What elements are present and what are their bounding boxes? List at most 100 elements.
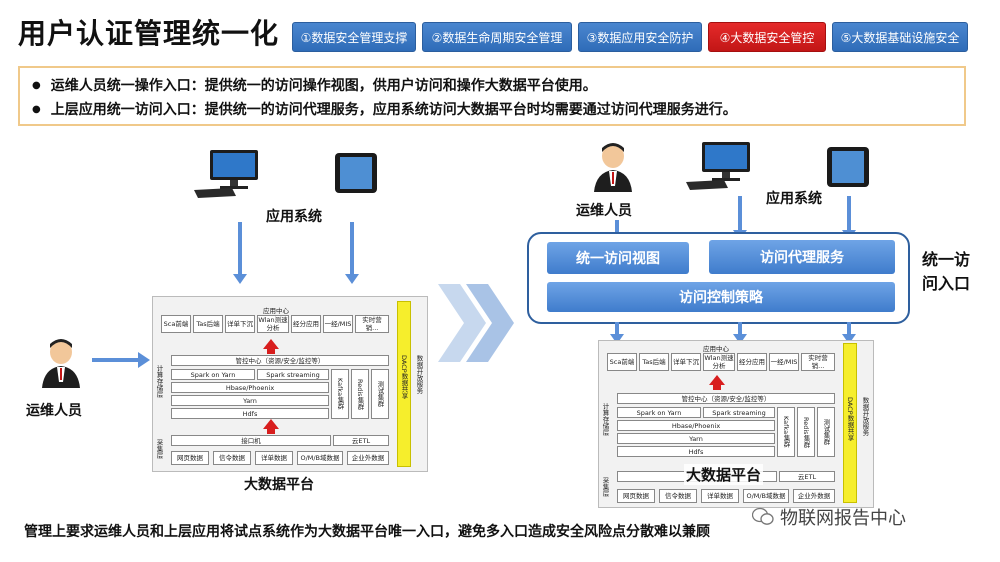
app-cell: 实时营销... bbox=[355, 315, 389, 333]
left-platform-caption: 大数据平台 bbox=[244, 477, 314, 493]
unified-access-panel: 统一访问视图 访问代理服务 访问控制策略 bbox=[527, 232, 910, 324]
dacp-label: DACP数据共享 bbox=[846, 397, 854, 441]
redis-cluster: Redis集群 bbox=[797, 407, 815, 457]
unified-access-view[interactable]: 统一访问视图 bbox=[547, 242, 689, 274]
right-arrow-icon bbox=[138, 352, 150, 368]
watermark: 物联网报告中心 bbox=[752, 504, 906, 530]
source-cell: O/M/B域数据 bbox=[297, 451, 343, 465]
app-cell: Sca前端 bbox=[607, 353, 637, 371]
cloud-etl: 云ETL bbox=[333, 435, 389, 446]
app-cell: 经分应用 bbox=[737, 353, 767, 371]
left-ops-person-label: 运维人员 bbox=[26, 403, 82, 419]
tab-bigdata-control[interactable]: ④大数据安全管控 bbox=[708, 22, 826, 52]
yarn: Yarn bbox=[171, 395, 329, 406]
spark-on-yarn: Spark on Yarn bbox=[171, 369, 255, 380]
page-title: 用户认证管理统一化 bbox=[18, 17, 280, 50]
cloud-etl: 云ETL bbox=[779, 471, 835, 482]
source-cell: 网页数据 bbox=[617, 489, 655, 503]
hdfs: Hdfs bbox=[171, 408, 329, 419]
app-cell: 一经/MIS bbox=[769, 353, 799, 371]
app-cell: Tas后端 bbox=[639, 353, 669, 371]
app-cell: 一经/MIS bbox=[323, 315, 353, 333]
watermark-text: 物联网报告中心 bbox=[780, 508, 906, 529]
bullet-ops-entry: 运维人员统一操作入口：提供统一的访问操作视图，供用户访问和操作大数据平台使用。 bbox=[32, 75, 952, 99]
source-cell: 企业外数据 bbox=[347, 451, 389, 465]
down-arrow-icon bbox=[733, 322, 747, 344]
app-cell: Sca前端 bbox=[161, 315, 191, 333]
tab-data-app-protection[interactable]: ③数据应用安全防护 bbox=[578, 22, 702, 52]
kafka-cluster: Kafka集群 bbox=[777, 407, 795, 457]
source-cell: 信令数据 bbox=[659, 489, 697, 503]
app-cell: 实时营销... bbox=[801, 353, 835, 371]
compute-layer-label: 计算存储层 bbox=[601, 403, 609, 436]
collect-layer-label: 采集层 bbox=[155, 439, 163, 459]
source-cell: 详单数据 bbox=[255, 451, 293, 465]
redis-cluster: Redis集群 bbox=[351, 369, 369, 419]
app-center-label: 应用中心 bbox=[703, 345, 729, 353]
yarn: Yarn bbox=[617, 433, 775, 444]
down-arrow-icon bbox=[610, 322, 624, 344]
open-service-label: 数据开放服务 bbox=[861, 397, 869, 436]
ops-person-icon bbox=[42, 339, 80, 388]
up-arrow-icon bbox=[263, 419, 279, 434]
tablet-icon bbox=[827, 147, 869, 187]
source-cell: 企业外数据 bbox=[793, 489, 835, 503]
kafka-cluster: Kafka集群 bbox=[331, 369, 349, 419]
right-platform-caption: 大数据平台 bbox=[684, 464, 764, 485]
hdfs: Hdfs bbox=[617, 446, 775, 457]
mgmt-center: 管控中心（资源/安全/监控等） bbox=[617, 393, 835, 404]
ops-person-icon bbox=[594, 143, 632, 192]
spark-on-yarn: Spark on Yarn bbox=[617, 407, 701, 418]
access-control-policy[interactable]: 访问控制策略 bbox=[547, 282, 895, 312]
dacp-bar bbox=[397, 301, 411, 467]
test-cluster: 测试集群 bbox=[371, 369, 389, 419]
source-cell: O/M/B域数据 bbox=[743, 489, 789, 503]
tab-data-security-support[interactable]: ①数据安全管理支撑 bbox=[292, 22, 416, 52]
source-cell: 详单数据 bbox=[701, 489, 739, 503]
source-cell: 信令数据 bbox=[213, 451, 251, 465]
access-proxy-service[interactable]: 访问代理服务 bbox=[709, 240, 895, 274]
right-app-system-label: 应用系统 bbox=[766, 191, 822, 207]
collect-layer-label: 采集层 bbox=[601, 477, 609, 497]
app-cell: 经分应用 bbox=[291, 315, 321, 333]
desktop-computer-icon bbox=[686, 142, 750, 190]
tab-bigdata-infra[interactable]: ⑤大数据基础设施安全 bbox=[832, 22, 968, 52]
app-cell: Wlan测速分析 bbox=[257, 315, 289, 333]
right-arrow-shaft bbox=[92, 358, 140, 362]
wechat-icon bbox=[752, 507, 774, 525]
app-cell: 详单下沉 bbox=[225, 315, 255, 333]
mgmt-center: 管控中心（资源/安全/监控等） bbox=[171, 355, 389, 366]
app-cell: Tas后端 bbox=[193, 315, 223, 333]
right-ops-person-label: 运维人员 bbox=[576, 203, 632, 219]
dacp-label: DACP数据共享 bbox=[400, 355, 408, 399]
down-arrow-icon bbox=[345, 222, 359, 284]
app-center-label: 应用中心 bbox=[263, 307, 289, 315]
left-app-system-label: 应用系统 bbox=[266, 209, 322, 225]
test-cluster: 测试集群 bbox=[817, 407, 835, 457]
footer-note: 管理上要求运维人员和上层应用将试点系统作为大数据平台唯一入口，避免多入口造成安全… bbox=[24, 524, 710, 540]
entry-label-line1: 统一访 bbox=[922, 250, 971, 269]
left-bigdata-platform: 应用中心 Sca前端 Tas后端 详单下沉 Wlan测速分析 经分应用 一经/M… bbox=[152, 296, 428, 472]
spark-streaming: Spark streaming bbox=[703, 407, 775, 418]
double-chevron-right-icon bbox=[438, 284, 514, 362]
hbase-phoenix: Hbase/Phoenix bbox=[171, 382, 329, 393]
app-cell: 详单下沉 bbox=[671, 353, 701, 371]
hbase-phoenix: Hbase/Phoenix bbox=[617, 420, 775, 431]
entry-label-line2: 问入口 bbox=[922, 274, 971, 293]
up-arrow-icon bbox=[709, 375, 725, 390]
down-arrow-icon bbox=[842, 322, 856, 344]
app-cell: Wlan测速分析 bbox=[703, 353, 735, 371]
tab-data-lifecycle[interactable]: ②数据生命周期安全管理 bbox=[422, 22, 572, 52]
desktop-computer-icon bbox=[194, 150, 258, 198]
tablet-icon bbox=[335, 153, 377, 193]
source-cell: 网页数据 bbox=[171, 451, 209, 465]
up-arrow-icon bbox=[263, 339, 279, 354]
down-arrow-icon bbox=[233, 222, 247, 284]
compute-layer-label: 计算存储层 bbox=[155, 365, 163, 398]
spark-streaming: Spark streaming bbox=[257, 369, 329, 380]
open-service-label: 数据开放服务 bbox=[415, 355, 423, 394]
description-box: 运维人员统一操作入口：提供统一的访问操作视图，供用户访问和操作大数据平台使用。 … bbox=[18, 66, 966, 126]
interface-machine: 接口机 bbox=[171, 435, 331, 446]
bullet-app-entry: 上层应用统一访问入口：提供统一的访问代理服务，应用系统访问大数据平台时均需要通过… bbox=[32, 99, 952, 123]
dacp-bar bbox=[843, 343, 857, 503]
